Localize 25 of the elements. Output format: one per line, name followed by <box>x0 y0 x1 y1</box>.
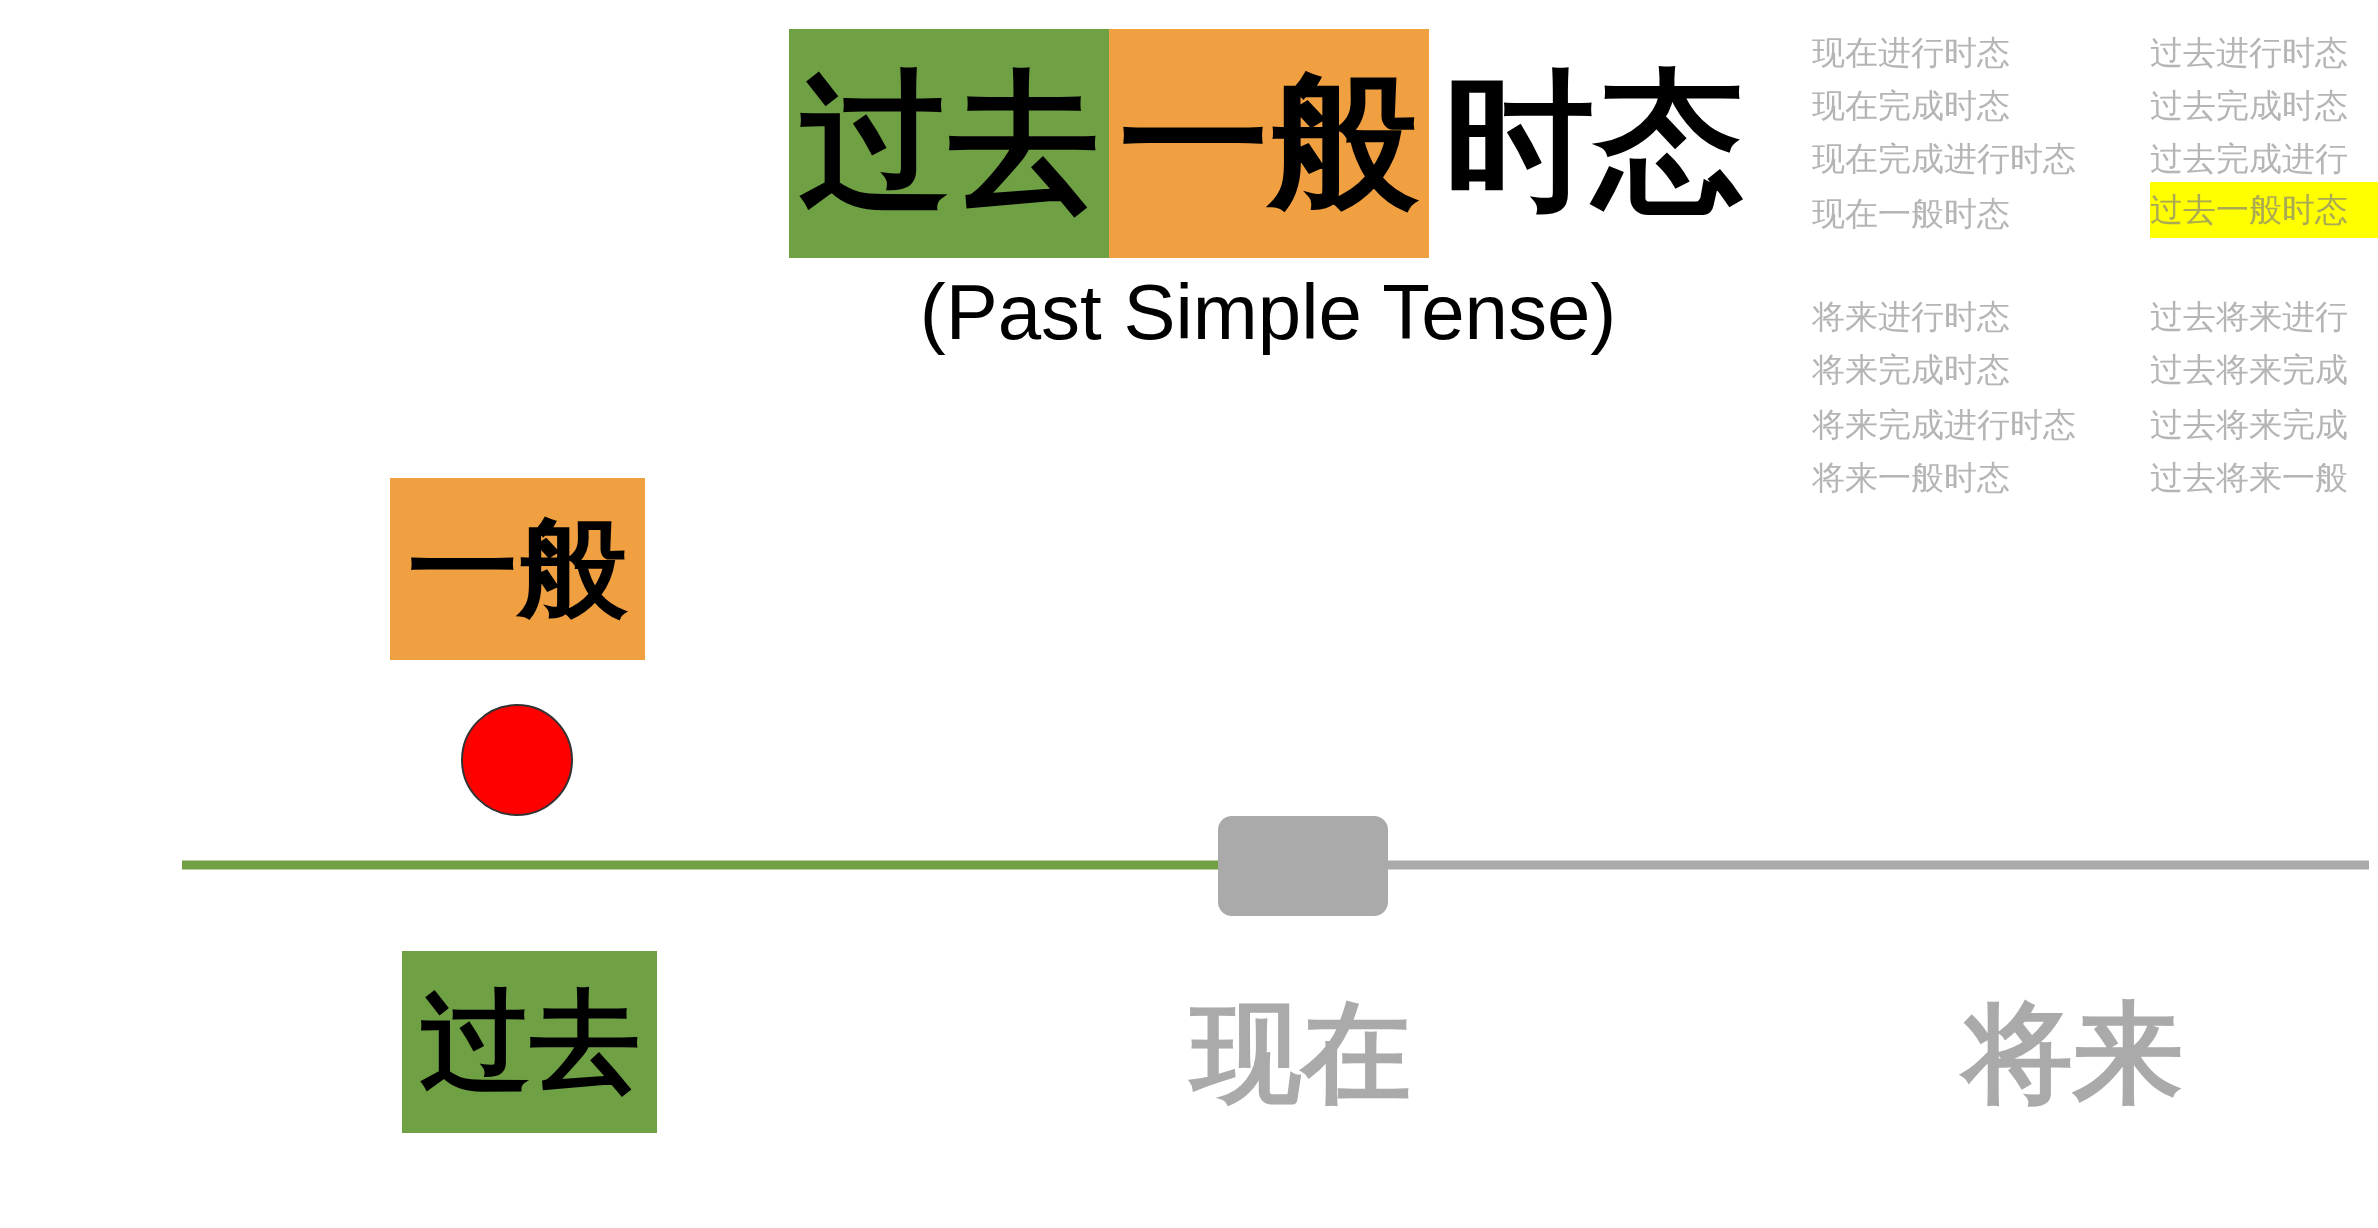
tense-name: 将来进行时态 <box>1812 295 2011 338</box>
tense-name: 过去将来一般 <box>2150 456 2349 499</box>
present-marker <box>1218 816 1388 916</box>
tense-name: 将来一般时态 <box>1812 456 2011 499</box>
title-highlight-box: 过去 <box>789 29 1109 258</box>
time-label: 将来 <box>1948 964 2198 1144</box>
time-label: 现在 <box>1176 964 1426 1144</box>
tense-name: 过去完成进行 <box>2150 137 2349 180</box>
subtitle: (Past Simple Tense) <box>918 266 1618 358</box>
time-box: 过去 <box>402 951 657 1133</box>
tense-name: 将来完成进行时态 <box>1812 403 2077 446</box>
tense-name: 现在完成时态 <box>1812 84 2011 127</box>
tense-name: 将来完成时态 <box>1812 348 2011 391</box>
tense-name: 过去将来进行 <box>2150 295 2349 338</box>
tense-name: 过去进行时态 <box>2150 31 2349 74</box>
title-text: 时态 <box>1443 50 1745 230</box>
tense-name: 现在进行时态 <box>1812 31 2011 74</box>
highlighted-tense: 过去一般时态 <box>2150 182 2378 238</box>
tense-name: 过去完成时态 <box>2150 84 2349 127</box>
aspect-box: 一般 <box>390 478 645 660</box>
tense-name: 现在一般时态 <box>1812 192 2011 235</box>
tense-name: 过去将来完成 <box>2150 348 2349 391</box>
tense-name: 过去将来完成 <box>2150 403 2349 446</box>
tense-name: 现在完成进行时态 <box>1812 137 2077 180</box>
title-highlight-box: 一般 <box>1109 29 1429 258</box>
